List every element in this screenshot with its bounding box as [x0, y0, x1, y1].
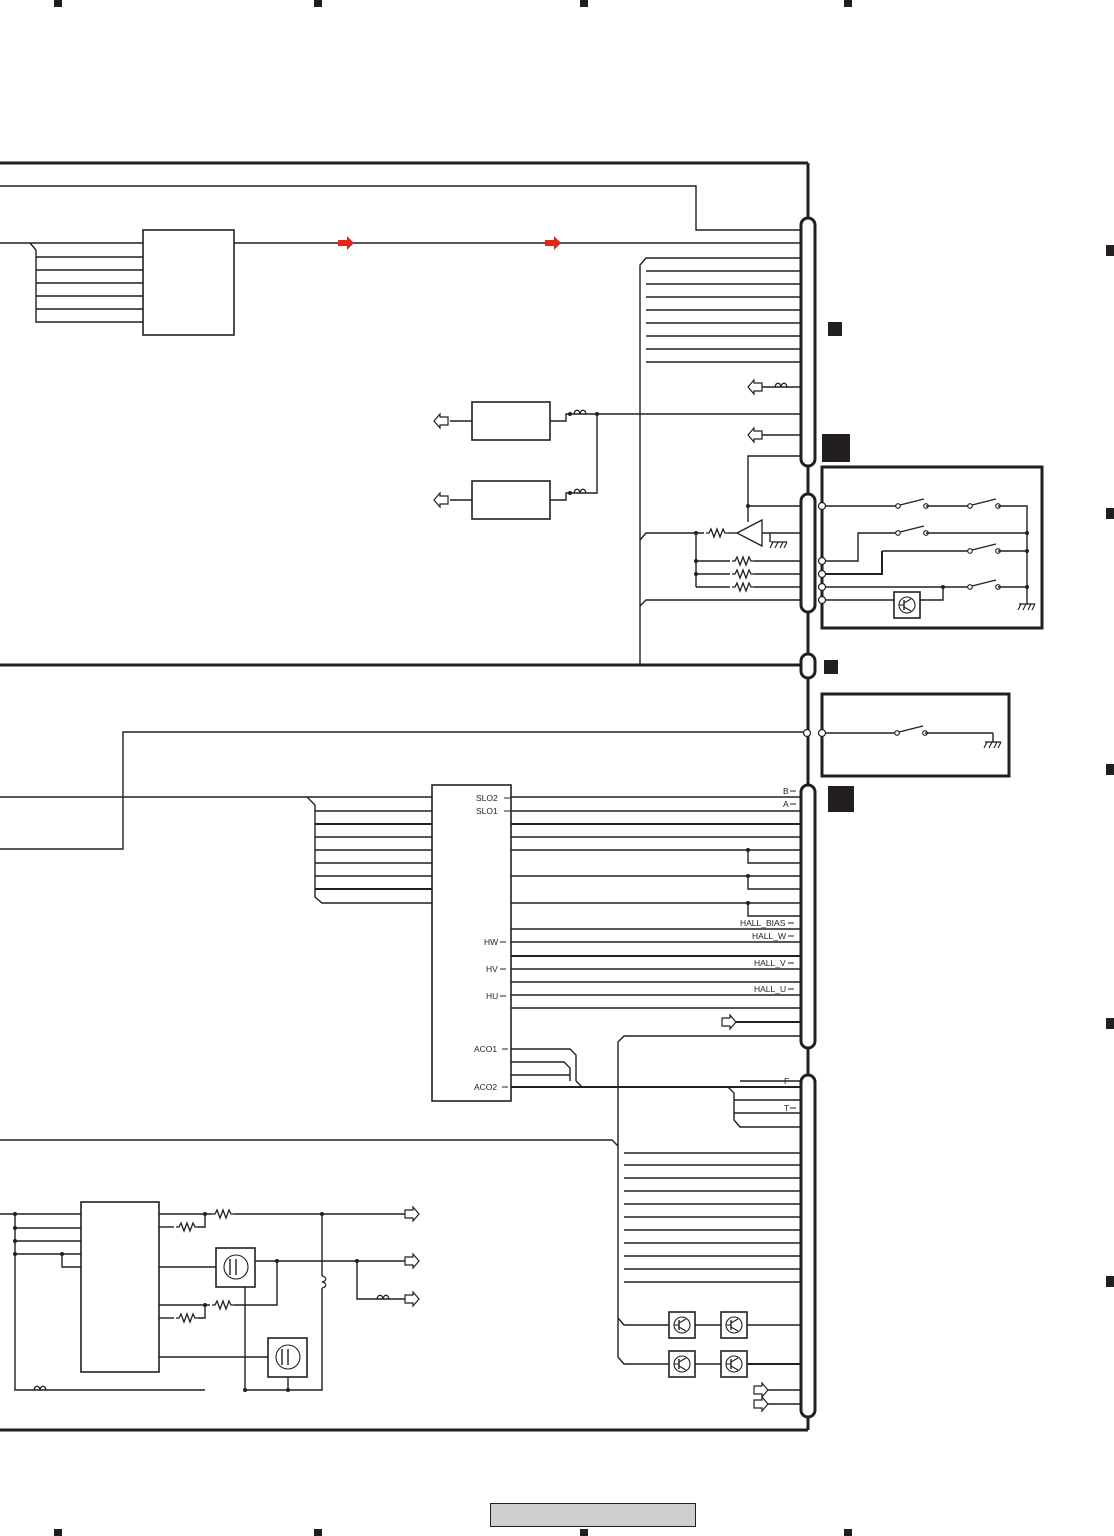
- signal-b: B: [783, 786, 789, 796]
- registration-marks: [54, 0, 1114, 1536]
- connector-1-marker: [828, 322, 842, 336]
- signal-hall-bias: HALL_BIAS: [740, 918, 786, 928]
- ic-pin-labels: SLO2 SLO1 HW HV HU ACO1 ACO2: [474, 793, 510, 1092]
- page-footer-box: [490, 1503, 696, 1527]
- driver-output-lines: [511, 796, 800, 1030]
- signal-hall-v: HALL_V: [754, 958, 786, 968]
- pin-hu: HU: [486, 991, 498, 1001]
- pin-slo1: SLO1: [476, 806, 498, 816]
- top-wire: [0, 185, 800, 231]
- motor-driver-ic: [0, 784, 512, 1102]
- output-arrows-conn1: [747, 379, 800, 443]
- pin-aco2: ACO2: [474, 1082, 497, 1092]
- connector-signal-labels: B A HALL_BIAS HALL_W HALL_V HALL_U F T: [740, 786, 796, 1113]
- switch-board-1: [817, 434, 1044, 630]
- connector-1: [799, 216, 817, 468]
- connector-5: [799, 1073, 817, 1419]
- pin-hw: HW: [484, 937, 498, 947]
- signal-hall-u: HALL_U: [754, 984, 786, 994]
- signal-t: T: [784, 1103, 789, 1113]
- actuator-lines: [511, 1048, 800, 1128]
- bus-lines-lower: [0, 1035, 800, 1412]
- connector-3-marker: [824, 660, 838, 674]
- switch-board-1-marker: [822, 434, 850, 462]
- connector-2: [799, 492, 817, 614]
- pin-slo2: SLO2: [476, 793, 498, 803]
- connector-3: [799, 652, 817, 680]
- sub-block-upper: [433, 401, 800, 441]
- signal-a: A: [783, 799, 789, 809]
- switch-board-2: [0, 692, 1011, 850]
- sub-block-lower: [433, 414, 598, 520]
- connector-4-marker: [828, 786, 854, 812]
- amp-resistor-network: [639, 455, 800, 607]
- signal-hall-w: HALL_W: [752, 931, 786, 941]
- bus-lines-upper: [639, 257, 800, 665]
- pin-aco1: ACO1: [474, 1044, 497, 1054]
- top-left-ic: [0, 229, 800, 336]
- connector-4: [799, 783, 817, 1050]
- signal-flow-arrow: [338, 236, 561, 250]
- pin-hv: HV: [486, 964, 498, 974]
- power-regulator: [0, 1201, 420, 1392]
